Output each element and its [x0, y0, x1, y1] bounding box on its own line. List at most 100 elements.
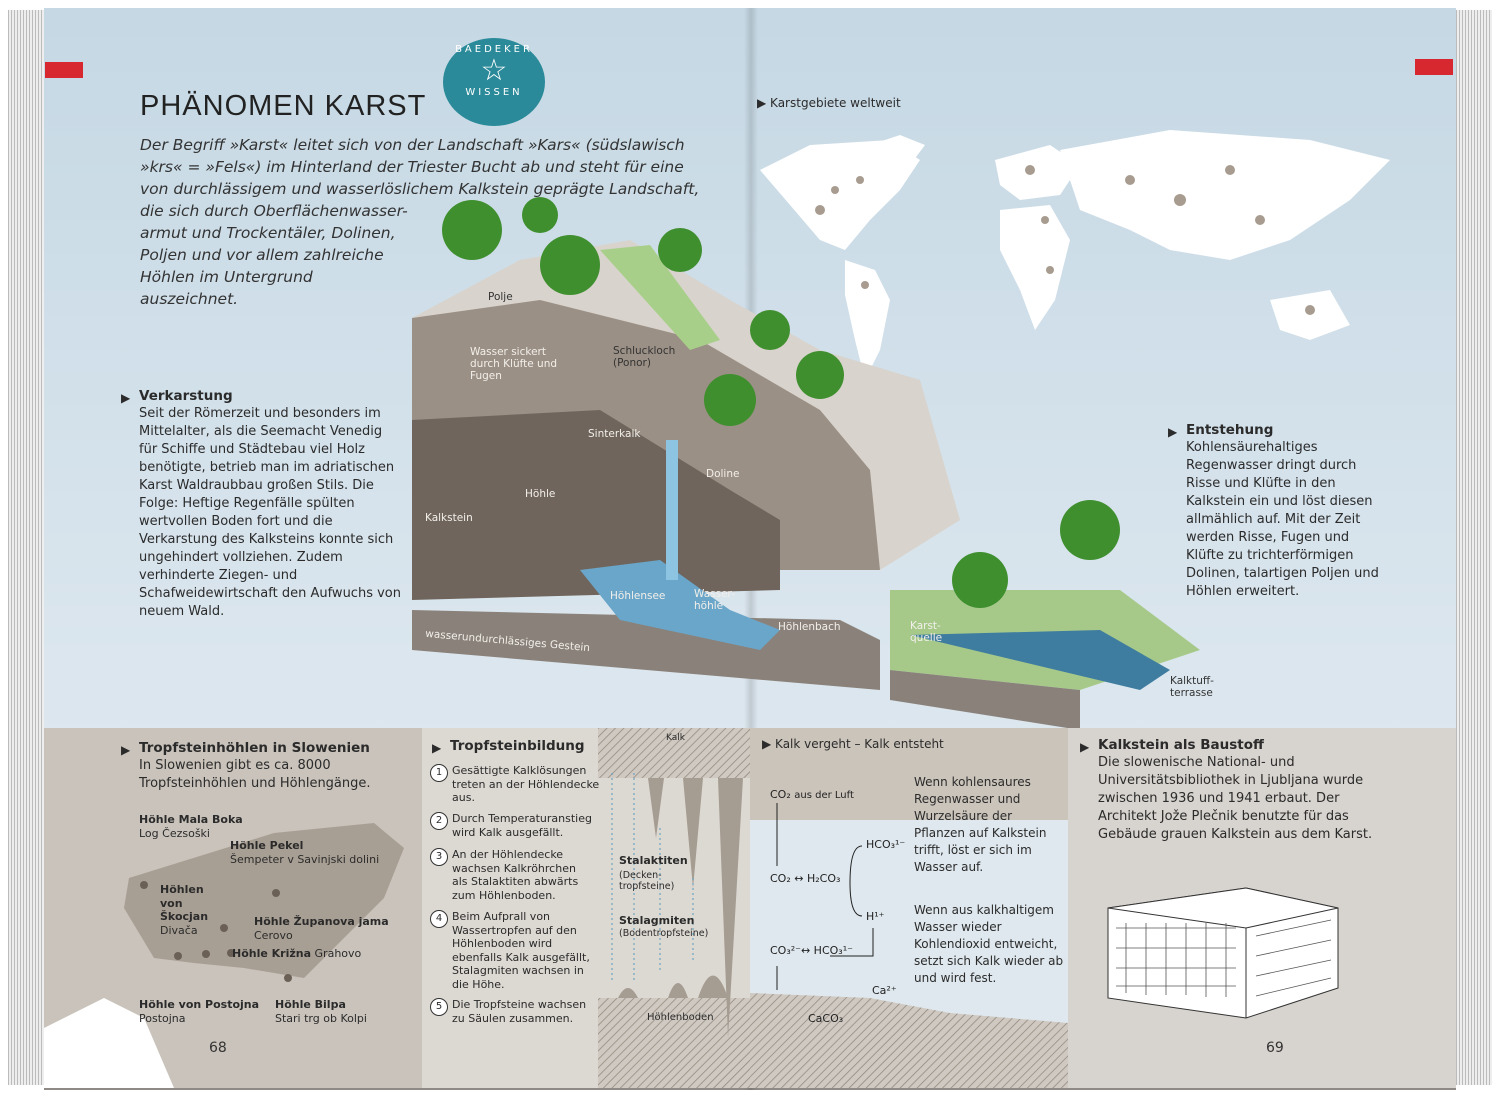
stalaktiten-sub: (Decken-tropfsteine)	[619, 870, 675, 892]
slovenia-map	[44, 823, 404, 1088]
equation-2: CO₃²⁻↔ HCO₃¹⁻	[770, 944, 853, 957]
baustoff-panel: ▶ Kalkstein als Baustoff Die slowenische…	[1068, 728, 1456, 1088]
intro-line: auszeichnet.	[140, 290, 239, 308]
label-polje: Polje	[488, 291, 513, 303]
library-building-drawing	[1107, 887, 1339, 1019]
cave-name: Höhlen von Škocjan	[160, 883, 209, 923]
section-verkarstung: ▶ Verkarstung Seit der Römerzeit und bes…	[121, 387, 401, 621]
intro-line: »krs« = »Fels«) im Hinterland der Triest…	[140, 158, 684, 176]
verkarstung-heading: Verkarstung	[139, 388, 233, 404]
section-entstehung: ▶ Entstehung Kohlensäurehaltiges Regenwa…	[1168, 421, 1386, 601]
step-number: 1	[430, 764, 448, 782]
step-text: Durch Temperaturanstieg wird Kalk ausgef…	[452, 812, 592, 839]
page-number-right: 69	[1266, 1040, 1284, 1056]
kalk-heading: Kalk vergeht – Kalk entsteht	[775, 737, 944, 751]
reaction-arrows	[776, 803, 874, 990]
intro-line: Der Begriff »Karst« leitet sich von der …	[140, 136, 685, 154]
label-sinterkalk: Sinterkalk	[588, 428, 641, 440]
ca-ion-label: Ca²⁺	[872, 984, 897, 997]
cave-name: Höhle Pekel	[230, 839, 304, 852]
baedeker-badge: BAEDEKER ☆ WISSEN	[443, 38, 545, 126]
step-number: 2	[430, 812, 448, 830]
intro-line: armut und Trockentäler, Dolinen,	[140, 224, 396, 242]
red-marker-left	[45, 62, 83, 78]
red-marker-right	[1415, 59, 1453, 75]
intro-text: Der Begriff »Karst« leitet sich von der …	[140, 134, 700, 310]
caco3-label: CaCO₃	[808, 1012, 844, 1025]
slovenia-text: In Slowenien gibt es ca. 8000 Tropfstein…	[139, 758, 371, 791]
cave-name: Höhle von Postojna	[139, 998, 260, 1011]
cave-name: Höhle Križna	[232, 947, 312, 960]
cave-name: Höhle Mala Boka	[139, 813, 243, 826]
kalk-panel: ▶ Kalk vergeht – Kalk entsteht CO₂ aus d…	[750, 728, 1068, 1088]
cave-place: Stari trg ob Kolpi	[275, 1011, 367, 1025]
cave-name: Höhle Bilpa	[275, 998, 346, 1011]
step-number: 4	[430, 910, 448, 928]
dripstone-diagram	[598, 728, 750, 1088]
stalaktiten-label: Stalaktiten	[619, 854, 688, 867]
entstehung-heading: Entstehung	[1186, 422, 1274, 438]
step-text: An der Höhlendecke wachsen Kalkröhrchen …	[452, 848, 579, 902]
slovenia-panel: ▶ Tropfsteinhöhlen in Slowenien In Slowe…	[44, 728, 422, 1088]
tropfstein-heading-wrap: ▶ Tropfsteinbildung	[432, 737, 585, 755]
cave-place: Divača	[160, 923, 198, 937]
intro-line: Poljen und vor allem zahlreiche	[140, 246, 384, 264]
slovenia-heading: Tropfsteinhöhlen in Slowenien	[139, 740, 370, 756]
label-kalkstein: Kalkstein	[425, 512, 473, 524]
hoehlenboden-label: Höhlenboden	[647, 1012, 714, 1023]
cave-place: Cerovo	[254, 928, 293, 942]
cave-place: Log Čezsoški	[139, 826, 210, 840]
triangle-icon: ▶	[1080, 740, 1090, 754]
step-text: Beim Aufprall von Wassertropfen auf den …	[452, 910, 590, 991]
verkarstung-text: Seit der Römerzeit und besonders im Mitt…	[139, 406, 401, 619]
stalagmiten-label: Stalagmiten	[619, 914, 695, 927]
tropfstein-heading: Tropfsteinbildung	[450, 738, 585, 754]
hco3-label: HCO₃¹⁻	[866, 838, 906, 851]
triangle-icon: ▶	[121, 743, 131, 757]
label-doline: Doline	[706, 468, 740, 480]
label-karstquelle: Karst-quelle	[910, 620, 943, 644]
baustoff-text: Die slowenische National- und Universitä…	[1098, 755, 1373, 842]
triangle-icon: ▶	[121, 391, 131, 405]
caco3-ground	[750, 993, 1068, 1088]
entstehung-text: Kohlensäurehaltiges Regenwasser dringt d…	[1186, 440, 1379, 599]
cave-label: Höhle Križna Grahovo	[232, 947, 361, 961]
page-edge-left	[8, 10, 44, 1085]
triangle-icon: ▶	[432, 741, 442, 755]
badge-top-text: BAEDEKER	[455, 44, 533, 55]
step-text: Gesättigte Kalklösungen treten an der Hö…	[452, 764, 600, 804]
label-kalktuff: Kalktuff-terrasse	[1170, 675, 1214, 699]
page-edge-right	[1456, 10, 1492, 1085]
h-ion-label: H¹⁺	[866, 910, 885, 923]
equation-1: CO₂ ↔ H₂CO₃	[770, 872, 841, 885]
intro-line: die sich durch Oberflächenwasser-	[140, 202, 408, 220]
step-text: Die Tropfsteine wachsen zu Säulen zusamm…	[452, 998, 587, 1025]
badge-bottom-text: WISSEN	[465, 87, 523, 98]
map-title: ▶ Karstgebiete weltweit	[757, 96, 901, 110]
kalk-heading-wrap: ▶ Kalk vergeht – Kalk entsteht	[762, 737, 944, 751]
label-schluckloch: Schluckloch (Ponor)	[613, 345, 676, 369]
cave-place: Postojna	[139, 1011, 186, 1025]
kalk-text-2: Wenn aus kalkhaltigem Wasser wieder Kohl…	[914, 903, 1064, 985]
step-number: 5	[430, 998, 448, 1016]
label-hoehlensee: Höhlensee	[610, 590, 666, 602]
baustoff-heading: Kalkstein als Baustoff	[1098, 737, 1264, 753]
map-title-text: Karstgebiete weltweit	[770, 96, 901, 110]
co2-label: CO₂	[770, 788, 791, 801]
label-hoehlenbach: Höhlenbach	[778, 621, 841, 633]
step-number: 3	[430, 848, 448, 866]
intro-line: Höhlen im Untergrund	[140, 268, 313, 286]
cave-place: Šempeter v Savinjski dolini	[230, 852, 380, 866]
page-number-left: 68	[209, 1040, 227, 1056]
